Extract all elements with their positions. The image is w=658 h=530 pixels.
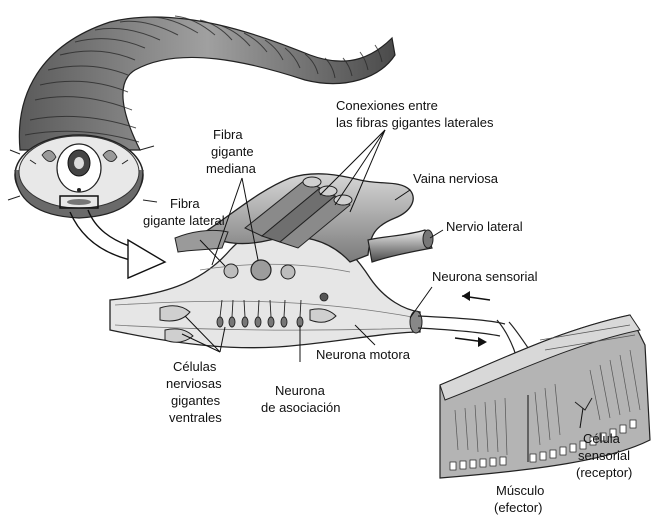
label-asociacion-line1: Neurona — [275, 383, 326, 398]
label-nervio-lateral: Nervio lateral — [446, 219, 523, 234]
label-fibra-lateral-line2: gigante lateral — [143, 213, 225, 228]
label-celulas-line2: nerviosas — [166, 376, 222, 391]
label-fibra-mediana-line3: mediana — [206, 161, 257, 176]
label-fibra-lateral-line1: Fibra — [170, 196, 200, 211]
label-celula-sensorial-line2: sensorial — [578, 448, 630, 463]
label-neurona-sensorial: Neurona sensorial — [432, 269, 538, 284]
label-fibra-mediana-line1: Fibra — [213, 127, 243, 142]
label-musculo-line1: Músculo — [496, 483, 544, 498]
label-celula-sensorial-line3: (receptor) — [576, 465, 632, 480]
label-celula-sensorial-line1: Célula — [583, 431, 621, 446]
label-celulas-line4: ventrales — [169, 410, 222, 425]
label-celulas-line1: Células — [173, 359, 217, 374]
label-fibra-mediana-line2: gigante — [211, 144, 254, 159]
label-asociacion-line2: de asociación — [261, 400, 341, 415]
label-neurona-motora: Neurona motora — [316, 347, 411, 362]
label-conexiones-line1: Conexiones entre — [336, 98, 438, 113]
label-celulas-line3: gigantes — [171, 393, 221, 408]
label-musculo-line2: (efector) — [494, 500, 542, 515]
label-conexiones-line2: las fibras gigantes laterales — [336, 115, 494, 130]
label-vaina-nerviosa: Vaina nerviosa — [413, 171, 499, 186]
